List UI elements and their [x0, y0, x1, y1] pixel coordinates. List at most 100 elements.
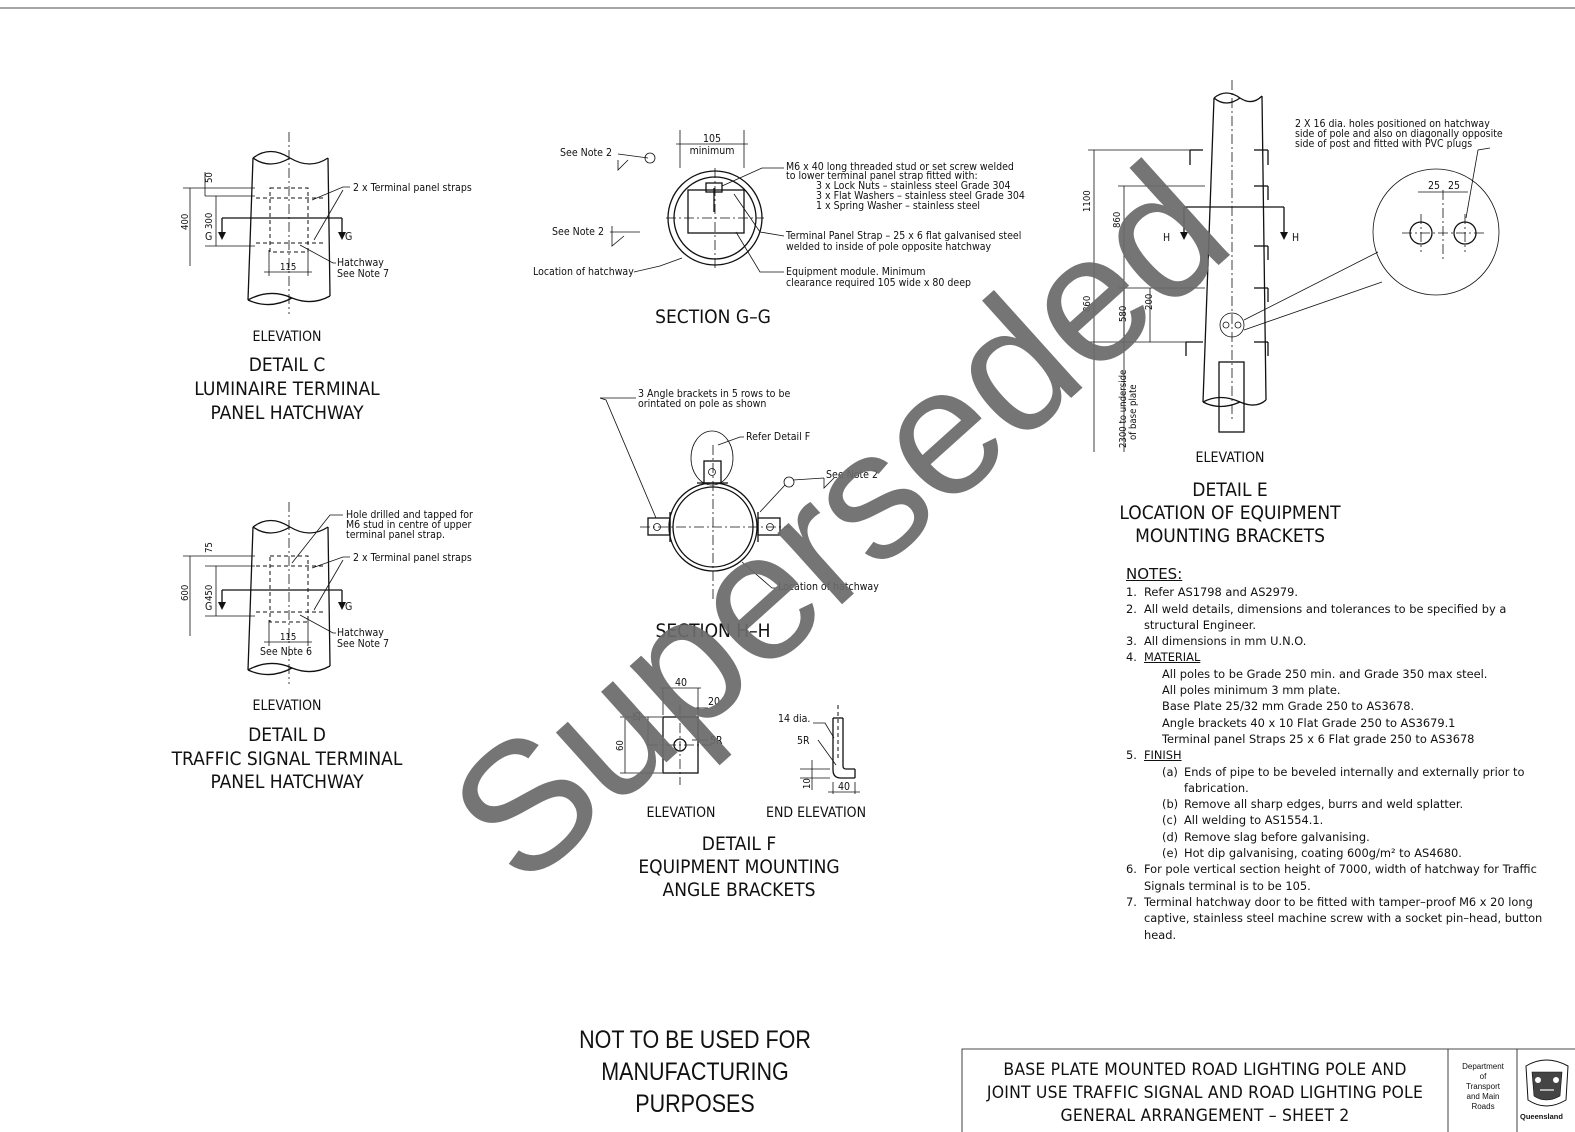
stud-note: M6 x 40 long threaded stud or set screw … [786, 161, 1014, 173]
loc-hatchway: Location of hatchway [533, 266, 634, 278]
refer-detail-f: Refer Detail F [746, 431, 810, 443]
svg-text:1 x Spring Washer – stainless: 1 x Spring Washer – stainless steel [816, 200, 980, 212]
dim-25-b: 25 [1448, 180, 1460, 192]
svg-text:of base plate: of base plate [1128, 384, 1139, 440]
dim-40-top: 40 [675, 677, 687, 689]
dim-20: 20 [708, 696, 720, 708]
svg-text:MOUNTING BRACKETS: MOUNTING BRACKETS [1135, 525, 1325, 547]
section-h-h: 3 Angle brackets in 5 rows to be orintat… [599, 388, 879, 642]
note-5: 5.FINISH [1126, 748, 1182, 763]
dim-40-bottom: 40 [838, 781, 850, 793]
title-block [961, 1048, 1575, 1132]
svg-text:PANEL HATCHWAY: PANEL HATCHWAY [210, 402, 364, 424]
svg-text:LOCATION OF EQUIPMENT: LOCATION OF EQUIPMENT [1119, 502, 1341, 524]
dim-1100: 1100 [1082, 190, 1093, 212]
dim-300: 300 [204, 213, 215, 229]
note-5d: (d)Remove slag before galvanising. [1162, 829, 1370, 844]
note-6: 6.For pole vertical section height of 70… [1126, 862, 1537, 893]
section-gg-title: SECTION G–G [655, 306, 771, 328]
label-straps: 2 x Terminal panel straps [353, 182, 472, 194]
label-note6: See Note 6 [260, 646, 312, 658]
equip-note: Equipment module. Minimum [786, 266, 925, 278]
detail-f: 40 20 15 60 5R 14 dia. 5R 10 40 ELEVATIO… [615, 677, 866, 901]
queensland-crest-icon [1525, 1059, 1569, 1107]
label-note7: See Note 7 [337, 638, 389, 650]
elevation-e: ELEVATION [1196, 450, 1265, 466]
dim-580: 580 [1118, 306, 1129, 322]
note-1: 1.Refer AS1798 and AS2979. [1126, 585, 1299, 600]
holes-note: 2 X 16 dia. holes positioned on hatchway [1295, 118, 1490, 130]
detail-c-title: DETAIL C [249, 354, 326, 376]
label-straps: 2 x Terminal panel straps [353, 552, 472, 564]
dim-115: 115 [280, 632, 296, 643]
svg-text:side of post and fitted with P: side of post and fitted with PVC plugs [1295, 138, 1472, 150]
notes-block: NOTES: 1.Refer AS1798 and AS2979. 2.All … [1126, 566, 1546, 943]
sec-mark-g-left: G [205, 601, 212, 613]
svg-text:welded to inside of pole oppos: welded to inside of pole opposite hatchw… [786, 241, 992, 253]
detail-e: H H 25 25 2 X 16 dia. holes positioned o… [1082, 80, 1503, 547]
dim-75: 75 [204, 542, 215, 553]
detail-f-title: DETAIL F [702, 833, 776, 855]
note-5c: (c)All welding to AS1554.1. [1162, 813, 1324, 828]
pole-break-top [252, 150, 329, 165]
detail-c: G G 50 300 400 115 2 x Terminal panel st… [180, 132, 472, 424]
detail-e-title: DETAIL E [1192, 479, 1267, 501]
dim-115: 115 [280, 262, 296, 273]
note2-c: See Note 2 [826, 469, 878, 481]
detail-d-title: DETAIL D [248, 724, 326, 746]
dim-60: 60 [615, 740, 626, 751]
loc-hatchway-h: Location of hatchway [778, 581, 879, 593]
sec-mark-g-right: G [345, 601, 352, 613]
svg-text:side of pole and also on diago: side of pole and also on diagonally oppo… [1295, 128, 1503, 140]
svg-text:ANGLE BRACKETS: ANGLE BRACKETS [663, 879, 816, 901]
department-label: Department of Transport and Main Roads [1462, 1062, 1504, 1111]
svg-text:LUMINAIRE TERMINAL: LUMINAIRE TERMINAL [194, 378, 380, 400]
note-7: 7.Terminal hatchway door to be fitted wi… [1126, 894, 1543, 942]
dim-50: 50 [204, 172, 215, 183]
label-note7: See Note 7 [337, 268, 389, 280]
svg-text:3 x Lock Nuts – stainless stee: 3 x Lock Nuts – stainless steel Grade 30… [816, 180, 1011, 192]
elevation-f: ELEVATION [647, 805, 716, 821]
end-elevation: END ELEVATION [766, 805, 866, 821]
svg-text:TRAFFIC SIGNAL TERMINAL: TRAFFIC SIGNAL TERMINAL [171, 748, 403, 770]
note2-a: See Note 2 [560, 147, 612, 159]
dim-14-dia: 14 dia. [778, 713, 810, 725]
dim-5r-b: 5R [797, 735, 810, 747]
dim-5r-a: 5R [710, 735, 723, 747]
svg-text:EQUIPMENT MOUNTING: EQUIPMENT MOUNTING [638, 856, 839, 878]
sec-mark-h-left: H [1163, 232, 1170, 244]
svg-text:clearance required 105 wide x: clearance required 105 wide x 80 deep [786, 277, 971, 289]
svg-text:to lower terminal panel strap: to lower terminal panel strap fitted wit… [786, 170, 978, 182]
note-5a: (a)Ends of pipe to be beveled internally… [1162, 764, 1525, 795]
strap-note: Terminal Panel Strap – 25 x 6 flat galva… [785, 230, 1021, 242]
brackets-note: 3 Angle brackets in 5 rows to be [638, 388, 790, 400]
dim-minimum: minimum [690, 145, 735, 157]
note-4c: Base Plate 25/32 mm Grade 250 to AS3678. [1162, 699, 1415, 714]
dim-860-b: 860 [1082, 296, 1093, 312]
dim-25-a: 25 [1428, 180, 1440, 192]
dim-15: 15 [632, 711, 643, 722]
sec-mark-h-right: H [1292, 232, 1299, 244]
dim-600: 600 [180, 585, 191, 601]
svg-text:terminal panel strap.: terminal panel strap. [346, 529, 445, 541]
note-4d: Angle brackets 40 x 10 Flat Grade 250 to… [1162, 715, 1456, 730]
dim-10: 10 [802, 778, 813, 789]
elevation-label: ELEVATION [253, 698, 322, 714]
label-hatchway: Hatchway [337, 627, 384, 639]
section-hh-title: SECTION H–H [656, 620, 771, 642]
sec-mark-g-left: G [205, 231, 212, 243]
drawing-title: BASE PLATE MOUNTED ROAD LIGHTING POLE AN… [986, 1060, 1424, 1125]
svg-text:M6 stud in centre of upper: M6 stud in centre of upper [346, 519, 471, 531]
note2-b: See Note 2 [552, 226, 604, 238]
dim-860-a: 860 [1112, 212, 1123, 228]
dim-200: 200 [1144, 294, 1155, 310]
note-4: 4.MATERIAL [1126, 650, 1201, 665]
svg-text:PANEL HATCHWAY: PANEL HATCHWAY [210, 771, 364, 793]
note-4a: All poles to be Grade 250 min. and Grade… [1162, 666, 1488, 681]
dim-400: 400 [180, 214, 191, 230]
queensland-label: Queensland [1520, 1112, 1563, 1121]
dim-2300: 2300 to underside [1118, 370, 1129, 448]
notes-heading: NOTES: [1126, 565, 1183, 583]
elevation-label: ELEVATION [253, 329, 322, 345]
